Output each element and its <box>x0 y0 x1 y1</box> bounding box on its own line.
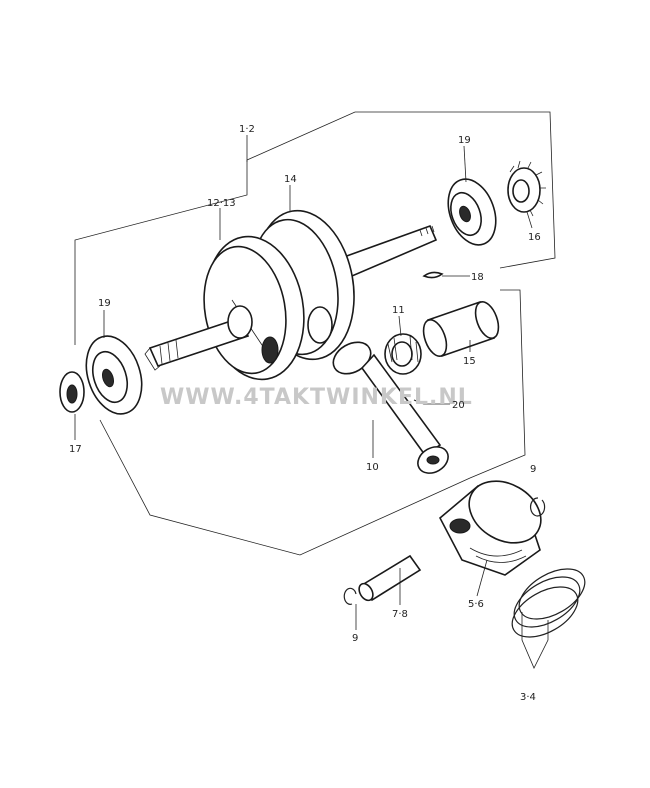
label-15: 15 <box>463 356 476 367</box>
label-19-right: 19 <box>458 135 471 146</box>
circlip-right <box>529 497 546 517</box>
sprocket <box>507 160 546 217</box>
left-bearing <box>85 335 143 415</box>
label-18: 18 <box>471 272 484 283</box>
label-3-4: 3·4 <box>520 692 536 703</box>
label-9-right: 9 <box>530 464 536 475</box>
label-11: 11 <box>392 305 405 316</box>
right-bearing <box>447 178 497 246</box>
label-7-8: 7·8 <box>392 609 408 620</box>
label-1-2: 1·2 <box>239 124 255 135</box>
crankshaft-left-shaft <box>144 305 253 371</box>
label-20: 20 <box>452 400 465 411</box>
assembly-bracket <box>74 111 556 556</box>
circlip-left <box>343 587 357 605</box>
label-19-left: 19 <box>98 298 111 309</box>
piston-pin <box>358 554 422 602</box>
needle-bearing <box>384 333 422 375</box>
label-5-6: 5·6 <box>468 599 484 610</box>
piston-rings <box>511 568 586 638</box>
woodruff-key <box>422 271 444 279</box>
label-9-left: 9 <box>352 633 358 644</box>
label-17: 17 <box>69 444 82 455</box>
watermark-text: WWW.4TAKTWINKEL.NL <box>160 385 473 410</box>
piston <box>438 480 542 576</box>
label-14: 14 <box>284 174 297 185</box>
leader-lines <box>74 135 549 669</box>
crank-pin <box>422 300 500 358</box>
label-12-13: 12·13 <box>207 198 236 209</box>
dowel-pin <box>413 399 425 405</box>
label-16: 16 <box>528 232 541 243</box>
connecting-rod <box>332 341 449 474</box>
oil-seal <box>59 371 85 413</box>
label-10: 10 <box>366 462 379 473</box>
